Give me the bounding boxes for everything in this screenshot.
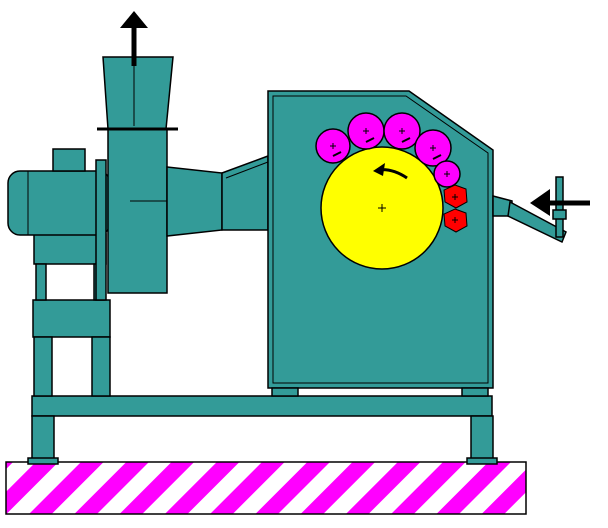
support-leg-left	[33, 336, 53, 397]
transfer-duct-nozzle	[221, 154, 269, 231]
red-roller-1	[443, 184, 468, 209]
curved-arrow-head	[373, 163, 385, 176]
feed-post-clamp	[552, 209, 567, 220]
base-frame-top	[31, 395, 493, 417]
roller-4	[414, 129, 452, 167]
left-arrow-icon	[530, 189, 590, 216]
right-foot	[470, 415, 494, 463]
support-leg-right	[91, 336, 111, 397]
motor-stand	[33, 233, 107, 265]
up-arrow-icon	[120, 11, 148, 66]
right-foot-base	[466, 457, 498, 465]
left-foot-base	[27, 457, 59, 465]
feed-post	[555, 176, 564, 238]
left-foot	[31, 415, 55, 463]
housing-foot-left	[271, 387, 299, 397]
red-roller-2	[443, 208, 468, 233]
roller-5	[433, 160, 461, 188]
motor-body	[7, 170, 111, 236]
hatched-base	[5, 461, 527, 515]
feed-arm	[507, 200, 567, 244]
duct-top-line	[225, 161, 269, 179]
motor-stand-leg-left	[35, 263, 47, 301]
fan-casing	[107, 128, 168, 294]
exhaust-hopper	[102, 56, 174, 130]
roller-3	[383, 112, 421, 150]
roller-1	[315, 128, 351, 164]
motor-terminal-box	[52, 148, 86, 172]
transfer-duct	[166, 166, 223, 237]
roller-2	[347, 112, 385, 150]
main-housing-inner-border	[272, 95, 489, 384]
housing-foot-right	[461, 387, 489, 397]
fan-casing-left-plate	[95, 159, 107, 301]
support-stand-plate	[32, 299, 111, 338]
